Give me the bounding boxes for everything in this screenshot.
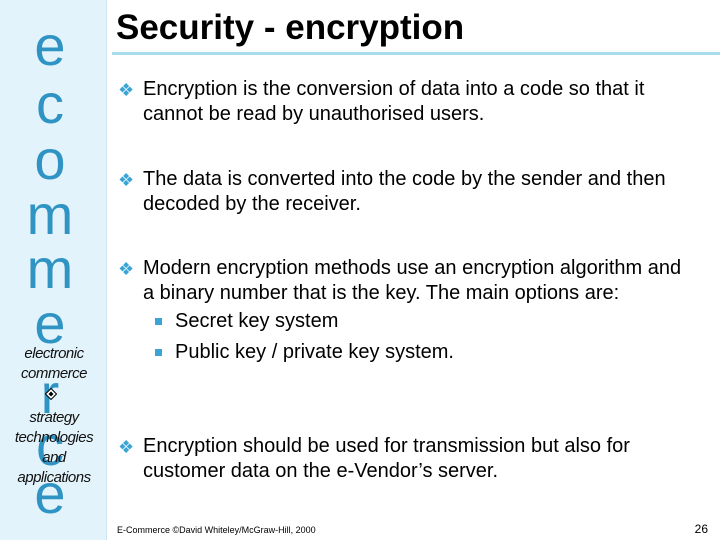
sidebar-phrase-line: technologies	[14, 429, 94, 446]
title-divider	[112, 52, 720, 55]
bullet-item: ❖ The data is converted into the code by…	[118, 167, 698, 217]
sidebar-letter: m	[26, 183, 74, 246]
footer-copyright: E-Commerce ©David Whiteley/McGraw-Hill, …	[117, 525, 316, 535]
sidebar-phrase-bottom: strategy technologies and applications	[8, 408, 100, 488]
bullet-text: Modern encryption methods use an encrypt…	[143, 257, 682, 304]
sidebar-phrase-line: electronic	[24, 345, 84, 362]
sidebar-letter: e	[34, 292, 66, 355]
sidebar-phrase-line: commerce	[20, 365, 88, 382]
sidebar-phrase-line: applications	[17, 469, 91, 486]
bullet-diamond-icon: ❖	[118, 170, 135, 190]
sidebar-phrase-top: electronic commerce	[8, 344, 100, 384]
sidebar-letter: c	[36, 414, 64, 477]
square-bullet-icon	[155, 318, 162, 325]
sidebar-phrase-line: strategy	[29, 409, 79, 426]
square-bullet-icon	[155, 349, 162, 356]
sidebar-letter: m	[26, 237, 74, 300]
page-title: Security - encryption	[116, 8, 465, 47]
sub-list-text: Secret key system	[175, 310, 339, 332]
bullet-text: The data is converted into the code by t…	[143, 168, 666, 215]
sub-list-item: Secret key system	[118, 306, 698, 337]
diamond-icon	[45, 388, 57, 400]
bullet-text: Encryption should be used for transmissi…	[143, 435, 630, 482]
sub-list-item: Public key / private key system.	[118, 337, 698, 368]
sidebar-letter: c	[36, 72, 64, 135]
sub-list-text: Public key / private key system.	[175, 341, 454, 363]
sidebar: e c o m m e r c e electronic commerce st…	[0, 0, 107, 540]
bullet-diamond-icon: ❖	[118, 80, 135, 100]
bullet-text: Encryption is the conversion of data int…	[143, 78, 645, 125]
sidebar-letter: o	[34, 128, 66, 191]
bullet-diamond-icon: ❖	[118, 259, 135, 279]
bullet-diamond-icon: ❖	[118, 437, 135, 457]
sidebar-letter: e	[34, 14, 66, 77]
bullet-item: ❖ Encryption should be used for transmis…	[118, 434, 698, 484]
sidebar-phrase-line: and	[42, 449, 66, 466]
sidebar-letter: e	[34, 462, 66, 525]
bullet-item: ❖ Encryption is the conversion of data i…	[118, 77, 698, 127]
page-number: 26	[694, 522, 708, 536]
bullet-item: ❖ Modern encryption methods use an encry…	[118, 256, 698, 368]
